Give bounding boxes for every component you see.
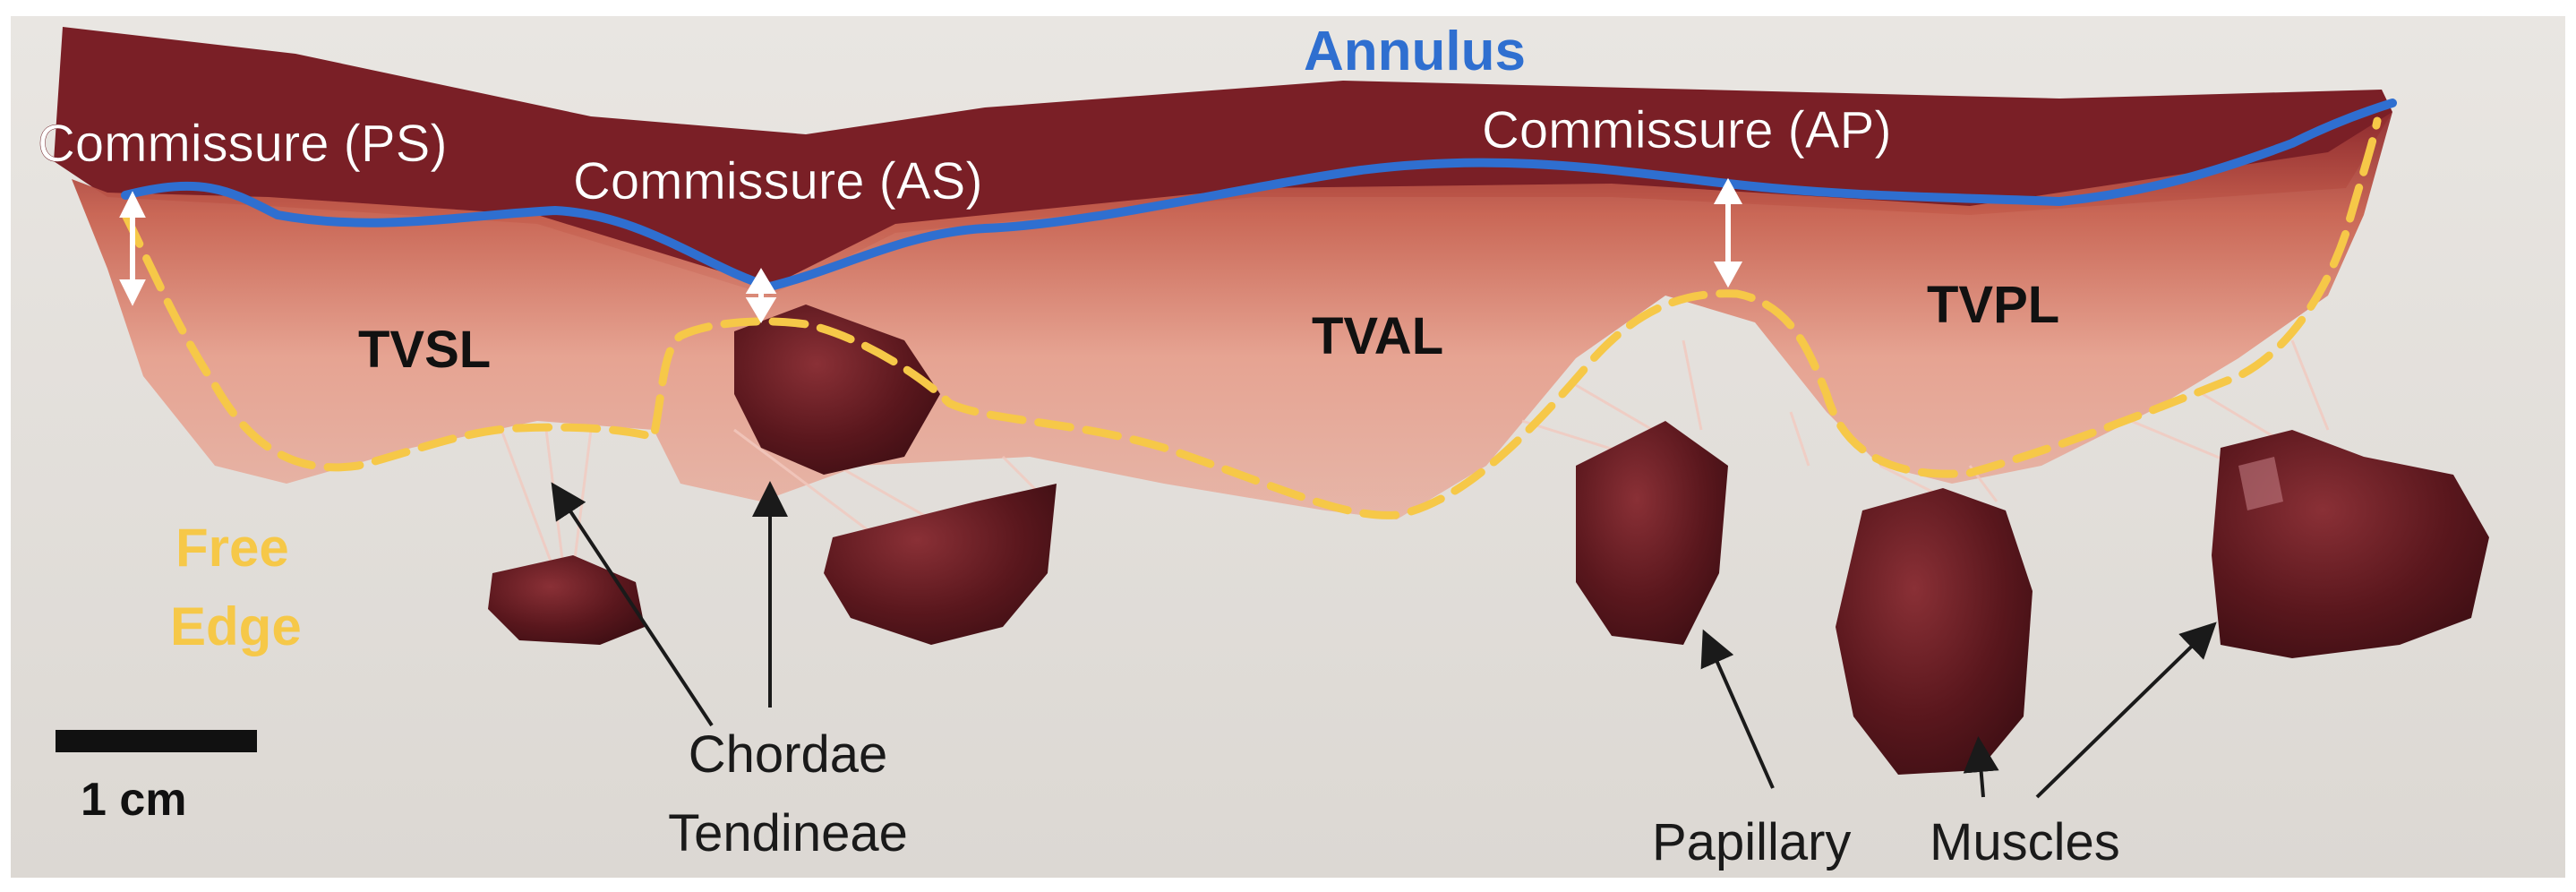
papillary-label: Papillary	[1652, 813, 1851, 871]
muscle-chordae-right	[824, 484, 1057, 645]
muscle-septal	[488, 555, 645, 645]
muscle-upper-mid	[734, 304, 940, 475]
free-edge-label-line1: Free	[175, 518, 289, 578]
tval-label: TVAL	[1312, 307, 1443, 365]
muscle-papillary-3	[2212, 430, 2489, 658]
commissure-as-label: Commissure (AS)	[573, 152, 983, 210]
commissure-arrows	[119, 177, 1743, 323]
chordae-label-line1: Chordae	[689, 725, 887, 784]
annulus-line	[121, 99, 2397, 292]
tvsl-label: TVSL	[358, 321, 491, 379]
muscle-highlight	[2238, 457, 2283, 510]
free-edge-label-line2: Edge	[170, 596, 302, 656]
leaflet-tissue	[72, 112, 2392, 519]
annulus-label: Annulus	[1304, 21, 1526, 82]
commissure-ps-label: Commissure (PS)	[38, 115, 448, 173]
pointer-arrows	[551, 481, 2217, 799]
commissure-ap-label: Commissure (AP)	[1482, 101, 1892, 159]
scale-label: 1 cm	[81, 774, 187, 826]
muscle-papillary-1	[1576, 421, 1728, 645]
muscle-chunks	[488, 304, 2489, 775]
scale-bar	[56, 730, 257, 752]
tvpl-label: TVPL	[1927, 276, 2059, 334]
muscles-label: Muscles	[1930, 813, 2120, 871]
free-edge-line	[121, 116, 2382, 519]
muscle-papillary-2	[1836, 488, 2033, 775]
chordae-label-line2: Tendineae	[668, 804, 908, 862]
